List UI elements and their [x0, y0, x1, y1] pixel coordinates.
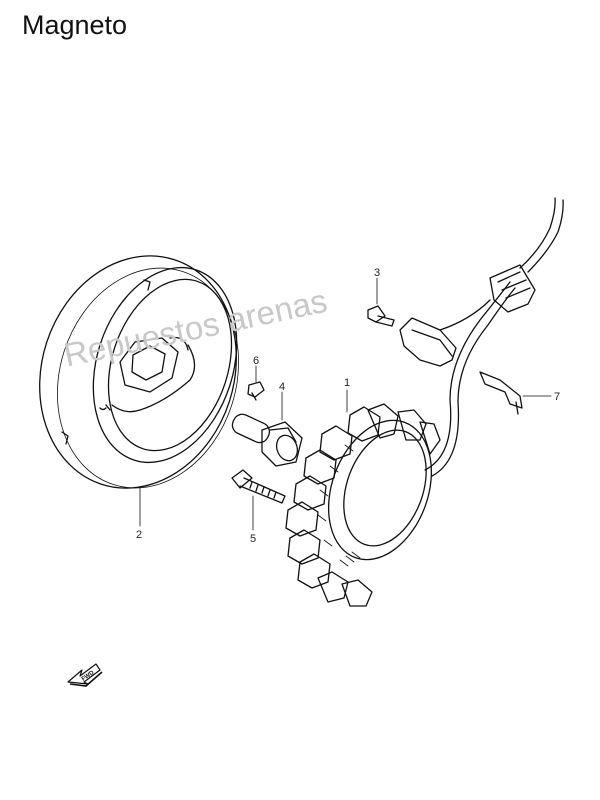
watermark-text: Repuestos arenas — [61, 282, 331, 374]
callout-leaders — [139, 277, 552, 531]
forward-arrow-icon: FWD — [67, 663, 103, 687]
stator-screw-part[interactable] — [231, 469, 286, 504]
clamp-bolt-part[interactable] — [367, 305, 395, 327]
pickup-coil-part[interactable] — [399, 299, 491, 367]
callout-2: 2 — [136, 529, 142, 541]
key-part[interactable] — [247, 381, 265, 401]
rotor-bolt-part[interactable] — [229, 411, 303, 467]
page-title: Magneto — [22, 10, 128, 40]
callout-4: 4 — [279, 381, 285, 393]
callout-5: 5 — [250, 533, 256, 545]
callout-7: 7 — [554, 391, 560, 403]
callout-1: 1 — [344, 377, 350, 389]
wire-clamp-part[interactable] — [479, 371, 523, 415]
rotor-part[interactable] — [10, 230, 266, 514]
wire-harness-part[interactable] — [489, 197, 564, 313]
callout-3: 3 — [374, 267, 380, 279]
callout-6: 6 — [253, 355, 259, 367]
